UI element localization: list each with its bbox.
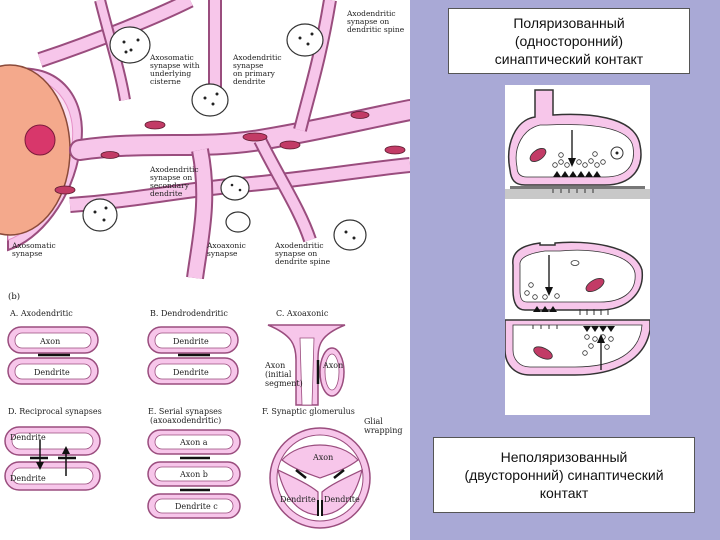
polarized-title-line-3: синаптический контакт [494, 51, 644, 67]
nonpolarized-title-line-3: контакт [539, 485, 589, 501]
nonpolarized-synapse [505, 241, 650, 376]
label-axoaxonic: Axoaxonic synapse [206, 241, 248, 258]
label-axosomatic-cisterne: Axosomatic synapse with underlying ciste… [149, 53, 202, 86]
panel-e-axon-b: Axon b [179, 470, 208, 479]
panel-b-dendrite-2: Dendrite [173, 368, 209, 377]
synapse-types-figure: Axodendritic synapse on dendritic spine … [0, 0, 410, 529]
panel-b-dendrite-1: Dendrite [173, 337, 209, 346]
panel-e-title: E. Serial synapses [148, 407, 222, 416]
panel-a-title: A. Axodendritic [9, 309, 73, 318]
polarized-title-line-1: Поляризованный [513, 15, 625, 31]
panel-b-title: B. Dendrodendritic [150, 309, 228, 318]
panel-d-title: D. Reciprocal synapses [8, 407, 102, 416]
polarized-title-line-2: (односторонний) [514, 33, 624, 49]
label-axodendritic-secondary: Axodendritic synapse on secondary dendri… [149, 165, 201, 198]
polarized-synapse [505, 89, 650, 199]
synapse-schematic [505, 85, 650, 415]
panel-a-axon: Axon [39, 337, 60, 346]
panel-f-dendrite-1: Dendrite [280, 495, 316, 504]
panel-c-axon: Axon [322, 361, 343, 370]
nonpolarized-title-line-2: (двусторонний) синаптический [464, 467, 664, 483]
panel-a-dendrite: Dendrite [34, 368, 70, 377]
panel-f-axon: Axon [312, 453, 333, 462]
panel-e-axon-a: Axon a [179, 438, 208, 447]
panel-b-marker: (b) [8, 291, 20, 302]
panel-f-glial: Glial wrapping [364, 417, 403, 435]
polarized-contact-title: Поляризованный (односторонний) синаптиче… [448, 8, 690, 74]
label-axodendritic-spine: Axodendritic synapse on dendritic spine [346, 9, 405, 34]
panel-e-subtitle: (axoaxodendritic) [150, 416, 221, 425]
panel-d-dendrite-2: Dendrite [10, 474, 46, 483]
panel-d-dendrite-1: Dendrite [10, 433, 46, 442]
panel-f-dendrite-2: Dendrite [324, 495, 360, 504]
label-axodendritic-primary: Axodendritic synapse on primary dendrite [232, 53, 284, 86]
panel-c-axon-initial: Axon (initial segment) [264, 361, 303, 388]
panel-c-title: C. Axoaxonic [276, 309, 329, 318]
panel-b: (b) A. Axodendritic Axon Dendrite B. Den… [4, 291, 403, 529]
panel-e-dendrite-c: Dendrite c [175, 502, 218, 511]
upper-neuron-illustration: Axodendritic synapse on dendritic spine … [0, 0, 410, 280]
label-axodendritic-spine-2: Axodendritic synapse on dendrite spine [274, 241, 331, 266]
panel-f-title: F. Synaptic glomerulus [262, 407, 355, 416]
nonpolarized-title-line-1: Неполяризованный [500, 449, 628, 465]
label-axosomatic: Axosomatic synapse [11, 241, 58, 258]
nonpolarized-contact-title: Неполяризованный (двусторонний) синаптич… [433, 437, 695, 513]
